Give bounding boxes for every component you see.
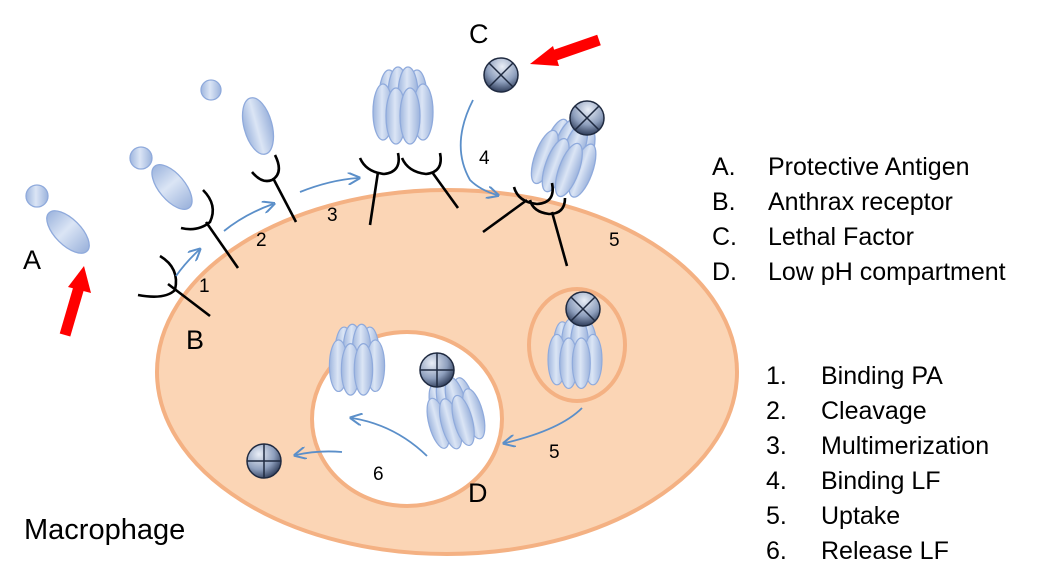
label-c: C — [469, 19, 489, 49]
legend-letter-key: D. — [712, 258, 737, 286]
legend-steps: 1. Binding PA 2. Cleavage 3. Multimeriza… — [766, 362, 989, 565]
legend-letter-text: Low pH compartment — [768, 258, 1006, 286]
arrow-step-4 — [459, 99, 497, 195]
step-number-1: 1 — [199, 276, 210, 297]
legend-step-text: Binding LF — [821, 467, 941, 495]
legend-letter-text: Anthrax receptor — [768, 188, 953, 216]
legend-step-text: Uptake — [821, 502, 900, 530]
arrow-step-6 — [352, 418, 428, 457]
label-d: D — [468, 478, 488, 508]
legend-step-key: 4. — [766, 467, 787, 495]
legend-step-key: 1. — [766, 362, 787, 390]
protective-antigen-free-icon — [25, 184, 90, 254]
legend-step-key: 2. — [766, 397, 787, 425]
pa-heptamer-lf-bound-icon — [482, 93, 612, 267]
lethal-factor-free-icon — [476, 50, 526, 100]
pa-cleaved-icon — [200, 79, 298, 223]
legend-step-text: Cleavage — [821, 397, 927, 425]
arrow-step-2 — [223, 204, 273, 232]
label-b: B — [186, 325, 204, 355]
legend-step-text: Release LF — [821, 537, 949, 565]
legend-letter-text: Lethal Factor — [768, 223, 914, 251]
legend-letters: A. Protective Antigen B. Anthrax recepto… — [712, 153, 1006, 286]
step-number-2: 2 — [256, 230, 267, 251]
arrow-step-1 — [175, 250, 199, 277]
legend-step-text: Multimerization — [821, 432, 989, 460]
arrow-step-5 — [505, 407, 583, 443]
red-arrow-a-icon — [59, 266, 91, 337]
legend-step-key: 5. — [766, 502, 787, 530]
pa-heptamer-icon — [358, 66, 460, 226]
step-number-4: 4 — [479, 148, 490, 169]
legend-letter-key: A. — [712, 153, 736, 181]
legend-step-key: 6. — [766, 537, 787, 565]
legend-letter-key: B. — [712, 188, 736, 216]
legend-letter-text: Protective Antigen — [768, 153, 970, 181]
arrow-release — [296, 451, 343, 455]
anthrax-receptor-b-icon — [137, 254, 211, 318]
arrow-step-3 — [299, 178, 358, 193]
label-a: A — [23, 245, 41, 275]
step-number-5b: 5 — [549, 442, 560, 463]
step-number-6: 6 — [373, 464, 384, 485]
label-macrophage: Macrophage — [24, 514, 185, 546]
red-arrow-c-icon — [530, 34, 601, 66]
legend-step-key: 3. — [766, 432, 787, 460]
step-number-3: 3 — [327, 205, 338, 226]
lethal-factor-released-icon — [246, 443, 282, 479]
step-number-5a: 5 — [609, 230, 620, 251]
pa-bound-receptor-icon — [129, 146, 240, 269]
legend-step-text: Binding PA — [821, 362, 943, 390]
legend-letter-key: C. — [712, 223, 737, 251]
